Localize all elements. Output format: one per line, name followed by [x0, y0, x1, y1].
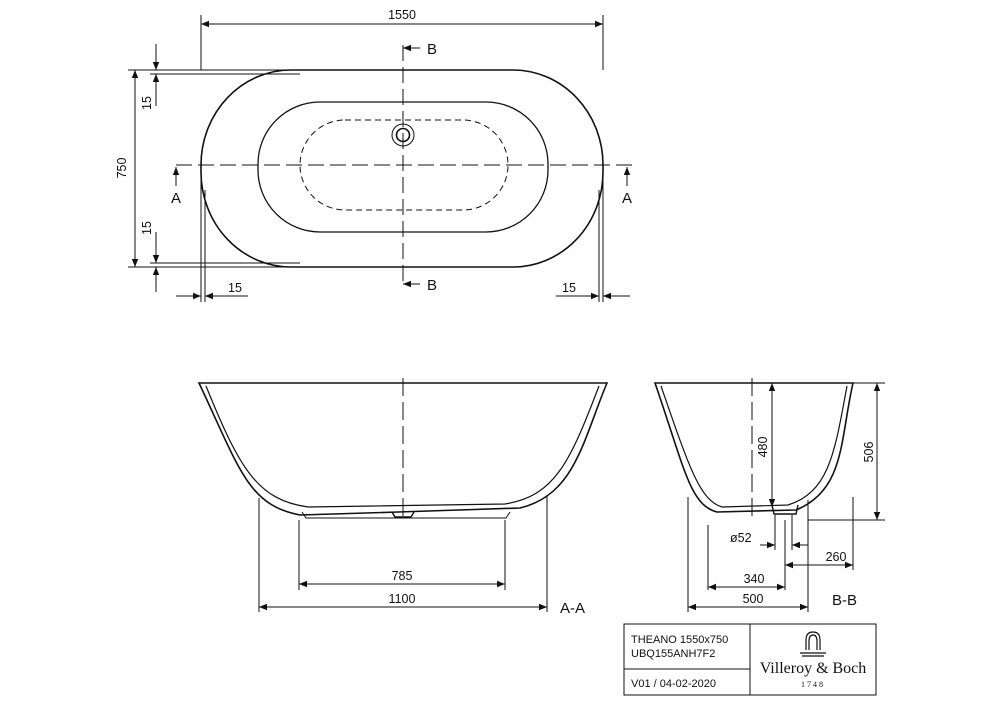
- dim-1100-label: 1100: [389, 592, 416, 606]
- dim-1550-label: 1550: [388, 8, 416, 22]
- section-a-a-label: A-A: [560, 600, 585, 617]
- title-block-version: V01 / 04-02-2020: [631, 678, 716, 690]
- tub-profile-inner-bb: [660, 385, 848, 508]
- title-block-code: UBQ155ANH7F2: [631, 648, 715, 660]
- section-b-top-label: B: [427, 41, 437, 58]
- section-a-right-label: A: [622, 190, 632, 207]
- top-view: [128, 15, 632, 302]
- dim-750-label: 750: [115, 158, 129, 179]
- tub-profile-outer-bb: [653, 382, 855, 513]
- drain-aa: [391, 511, 415, 518]
- dim-500-label: 500: [743, 592, 764, 606]
- brand-logo-text: Villeroy & Boch: [760, 660, 867, 677]
- dim-15-bottom-label: 15: [140, 221, 154, 235]
- brand-logo-year: 1748: [801, 680, 825, 689]
- section-b-b-view: [653, 378, 885, 612]
- tub-profile-inner-aa: [205, 385, 600, 508]
- section-a-left-label: A: [171, 190, 181, 207]
- dim-480-label: 480: [756, 437, 770, 458]
- tub-profile-outer-aa: [197, 382, 609, 516]
- dim-15-right-label: 15: [562, 281, 576, 295]
- dim-506-label: 506: [862, 442, 876, 463]
- drain-bb: [771, 504, 799, 515]
- section-b-bottom-label: B: [427, 277, 437, 294]
- dim-15-left-label: 15: [228, 281, 242, 295]
- dim-785-label: 785: [392, 569, 413, 583]
- tub-outer-rim: [200, 69, 604, 268]
- faucet-logo-icon: [800, 631, 826, 657]
- section-b-b-label: B-B: [832, 592, 857, 609]
- section-a-a-view: [197, 378, 609, 612]
- dim-15-top-label: 15: [140, 96, 154, 110]
- dim-340-label: 340: [744, 572, 765, 586]
- title-block: [623, 623, 877, 696]
- tub-base-aa: [301, 511, 511, 519]
- dim-52-label: ø52: [730, 531, 752, 545]
- title-block-model: THEANO 1550x750: [631, 634, 728, 646]
- dim-260-label: 260: [826, 550, 847, 564]
